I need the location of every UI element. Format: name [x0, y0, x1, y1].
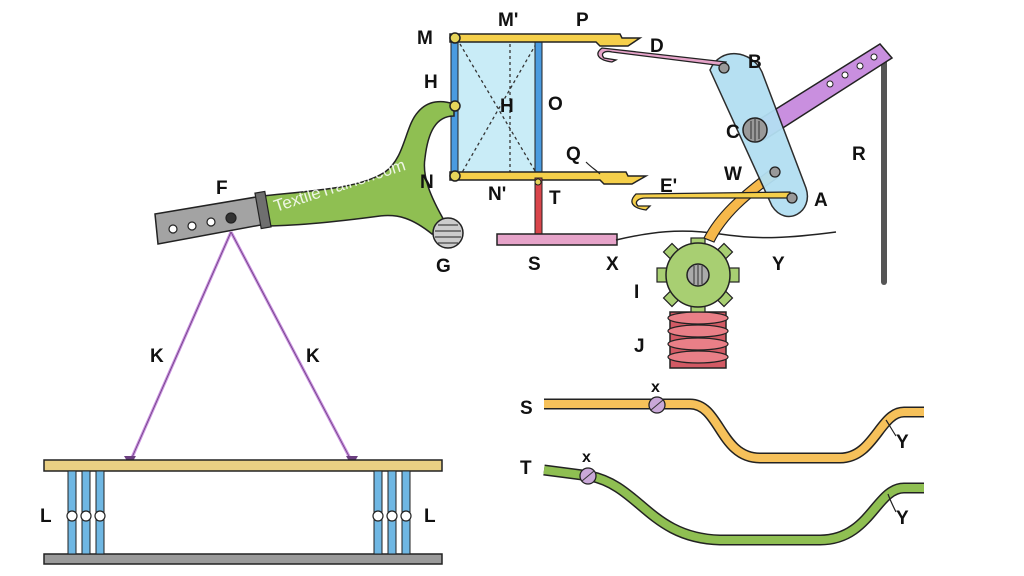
pivot-N: [449, 170, 461, 182]
purple-link-hole-2: [841, 71, 849, 79]
worm-J: [667, 311, 729, 369]
profile-S-marker-hatch: [650, 399, 664, 411]
pivot-M: [449, 32, 461, 44]
rod-hole-1: [168, 224, 178, 234]
purple-link-hole-4: [870, 53, 878, 61]
label-F: F: [216, 178, 228, 199]
labels: M M' P D H H O B C R N N' Q T E' W A F G…: [40, 10, 909, 529]
pin-B: [718, 62, 730, 74]
profile-T-marker-hatch: [581, 470, 595, 482]
purple-link-hole-3: [856, 62, 864, 70]
label-T: T: [549, 188, 561, 209]
label-M: M: [417, 28, 433, 49]
shaft-assembly: [496, 177, 837, 246]
hook-D: [597, 47, 727, 67]
label-P: P: [576, 10, 589, 31]
label-T-profile: T: [520, 458, 532, 479]
pin-W: [769, 166, 781, 178]
rod-hole-3: [206, 217, 216, 227]
top-board: [43, 459, 443, 472]
profile-T-fill: [543, 466, 924, 544]
label-N-prime: N': [488, 184, 506, 205]
frame-diagonal-1: [459, 43, 539, 177]
label-Y-lower: Y: [896, 508, 909, 529]
post-right-knob-1: [372, 510, 384, 522]
label-C: C: [726, 122, 740, 143]
post-right-knob-3: [400, 510, 412, 522]
label-S-profile: S: [520, 398, 533, 419]
leader-Y-lower: [887, 493, 897, 513]
rod-hole-2: [187, 221, 197, 231]
worm-thread-4: [667, 350, 729, 364]
label-I: I: [634, 282, 639, 303]
purple-link-hole-1: [826, 80, 834, 88]
label-Q: Q: [566, 144, 581, 165]
worm-thread-2: [667, 324, 729, 338]
label-N: N: [420, 172, 434, 193]
profile-S: [544, 396, 924, 464]
post-right-knob-2: [386, 510, 398, 522]
label-A: A: [814, 190, 828, 211]
label-O: O: [548, 94, 563, 115]
green-lever: TextileTrainer.com: [154, 100, 464, 249]
label-R: R: [852, 144, 866, 165]
cord-K-right-outline: [230, 231, 353, 463]
cord-K-left-outline: [129, 231, 232, 463]
label-Y: Y: [772, 254, 785, 275]
profile-S-fill: [544, 400, 924, 462]
label-B: B: [748, 52, 762, 73]
lever-pivot: [449, 100, 461, 112]
bar-O: [534, 37, 543, 179]
lever-collar: [254, 190, 272, 230]
hook-E-prime: [631, 191, 791, 211]
label-x-lower: x: [582, 449, 591, 466]
label-D: D: [650, 36, 664, 57]
profile-T: [543, 464, 924, 546]
rod-pivot-F: [225, 212, 237, 224]
label-S: S: [528, 254, 541, 275]
label-L-right: L: [424, 506, 436, 527]
label-E-prime: E': [660, 176, 677, 197]
label-K-right: K: [306, 346, 320, 367]
label-X: X: [606, 254, 619, 275]
label-H-center: H: [500, 96, 514, 117]
post-left-knob-1: [66, 510, 78, 522]
label-W: W: [724, 164, 742, 185]
top-hook-P: [449, 33, 643, 47]
label-G: G: [436, 256, 451, 277]
lifting-board: [43, 459, 443, 565]
label-K-left: K: [150, 346, 164, 367]
wire-XY: [615, 230, 837, 241]
gear-I: [656, 237, 740, 313]
label-x-upper: x: [651, 379, 660, 396]
worm-thread-1: [667, 311, 729, 325]
worm-thread-3: [667, 337, 729, 351]
label-L-left: L: [40, 506, 52, 527]
frame-diagonal-2: [459, 43, 537, 177]
label-J: J: [634, 336, 645, 357]
lever-body: [261, 100, 455, 235]
leader-Q: [585, 161, 601, 175]
rod-T: [534, 177, 543, 237]
gear-train: [656, 169, 778, 369]
rocking-plate: [597, 43, 894, 285]
post-left-knob-3: [94, 510, 106, 522]
leader-lines: [585, 161, 897, 513]
label-M-prime: M': [498, 10, 518, 31]
pin-A: [786, 192, 798, 204]
base-board: [43, 553, 443, 565]
post-left-knob-2: [80, 510, 92, 522]
leader-Y-upper: [885, 419, 897, 437]
rod-T-pin: [534, 178, 542, 186]
label-H-left: H: [424, 72, 438, 93]
bottom-hook-Q: [449, 171, 649, 185]
bar-S: [496, 233, 618, 246]
label-Y-upper: Y: [896, 432, 909, 453]
